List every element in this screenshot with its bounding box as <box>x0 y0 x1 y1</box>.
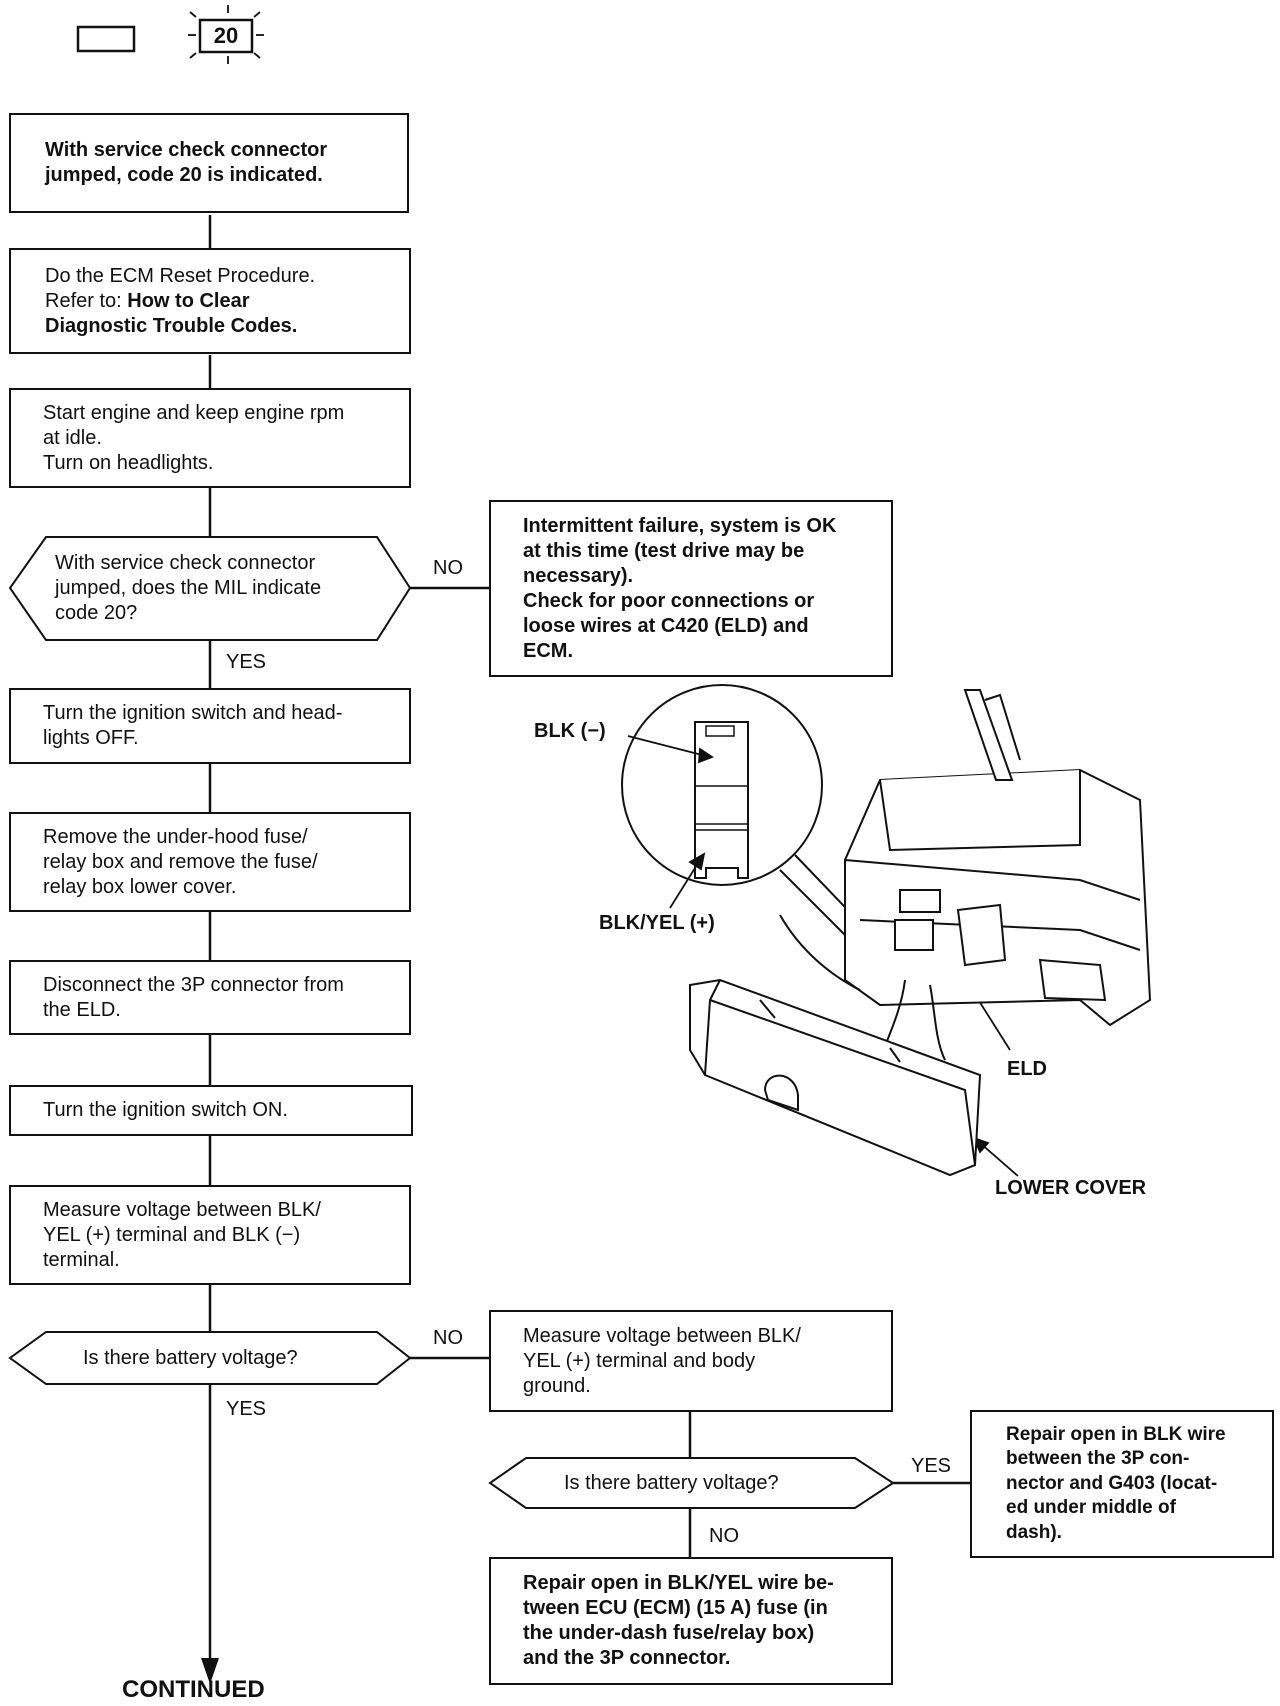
reference-link[interactable]: How to Clear <box>127 289 250 312</box>
step-code-20-indicated: With service check connector jumped, cod… <box>9 113 409 213</box>
step-measure-body-ground: Measure voltage between BLK/ YEL (+) ter… <box>489 1310 893 1412</box>
branch-label-no: NO <box>709 1525 739 1547</box>
branch-label-yes: YES <box>911 1455 952 1477</box>
callout-lower-cover: LOWER COVER <box>995 1177 1147 1199</box>
decision-battery-voltage-body: Is there battery voltage? <box>564 1472 779 1494</box>
indicator-rect-icon <box>76 25 136 53</box>
decision-shape <box>8 536 412 641</box>
branch-label-no: NO <box>433 557 463 579</box>
result-intermittent-failure: Intermittent failure, system is OK at th… <box>489 500 893 677</box>
step-start-engine: Start engine and keep engine rpm at idle… <box>9 388 411 488</box>
step-measure-blk: Measure voltage between BLK/ YEL (+) ter… <box>9 1185 411 1285</box>
result-repair-blk-wire: Repair open in BLK wire between the 3P c… <box>970 1410 1274 1558</box>
mil-code-badge: 20 <box>213 23 239 48</box>
branch-label-no: NO <box>433 1327 463 1349</box>
callout-blk-yel-plus: BLK/YEL (+) <box>599 912 715 934</box>
decision-mil-code-20: With service check connector jumped, doe… <box>55 552 322 624</box>
step-ecm-reset: Do the ECM Reset Procedure. Refer to: Ho… <box>9 248 411 354</box>
connector-detail-icon <box>621 684 866 936</box>
step-ignition-headlights-off: Turn the ignition switch and head- light… <box>9 688 411 764</box>
blinking-mil-code-icon <box>198 18 254 54</box>
continued-label: CONTINUED <box>122 1676 265 1703</box>
step-disconnect-3p: Disconnect the 3P connector from the ELD… <box>9 960 411 1035</box>
decision-shape <box>8 1331 412 1385</box>
branch-label-yes: YES <box>226 651 267 673</box>
blink-rays-icon <box>188 5 264 64</box>
decision-battery-voltage: Is there battery voltage? <box>83 1347 298 1369</box>
callout-eld: ELD <box>1007 1058 1047 1080</box>
decision-shape <box>488 1457 895 1509</box>
result-repair-blk-yel-wire: Repair open in BLK/YEL wire be- tween EC… <box>489 1557 893 1685</box>
fuse-relay-box-illustration-icon <box>689 689 1152 1177</box>
branch-label-yes: YES <box>226 1398 267 1420</box>
step-ignition-on: Turn the ignition switch ON. <box>9 1085 413 1136</box>
step-remove-fuse-box: Remove the under-hood fuse/ relay box an… <box>9 812 411 912</box>
reference-link[interactable]: Diagnostic Trouble Codes. <box>45 314 298 337</box>
continued-arrow-head <box>201 1658 219 1684</box>
callout-blk-minus: BLK (−) <box>534 720 606 742</box>
